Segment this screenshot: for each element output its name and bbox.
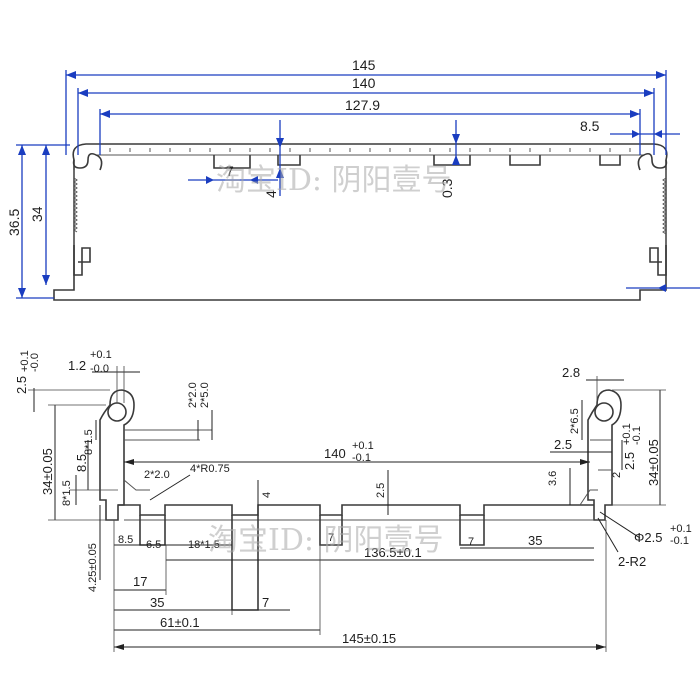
dim-left-8x1-5-lower: 8*1.5 bbox=[61, 480, 73, 506]
dim-bottom-35b: 35 bbox=[150, 595, 164, 610]
dim-right-2x6-5: 2*6.5 bbox=[569, 408, 581, 434]
dim-right-2-5b-tol-low: -0.1 bbox=[631, 426, 643, 445]
dim-phi: Φ2.5 bbox=[634, 530, 662, 545]
dim-left-top-gap-tol-low: -0.0 bbox=[29, 353, 41, 372]
dim-groove-b: 2*5.0 bbox=[199, 382, 211, 408]
section-view: 140 +0.1 -0.1 1.2 +0.1 -0.0 2.5 +0.1 -0.… bbox=[14, 349, 692, 652]
dim-140: 140 bbox=[77, 75, 655, 155]
dim-34-top: 34 bbox=[29, 145, 50, 285]
dim-right-height: 34±0.05 bbox=[646, 439, 661, 486]
dim-inner-140-tol-low: -0.1 bbox=[352, 452, 371, 464]
dim-bottom-7b: 7 bbox=[468, 536, 474, 548]
section-bottom-plate bbox=[118, 504, 594, 516]
dim-inner-140-label: 140 bbox=[324, 446, 346, 461]
dim-1-2-label: 1.2 bbox=[68, 358, 86, 373]
left-foot bbox=[73, 245, 91, 276]
dim-2-5-mid: 2.5 bbox=[375, 483, 387, 498]
right-hole bbox=[594, 402, 614, 422]
dim-right-2-8: 2.8 bbox=[562, 365, 580, 380]
dim-bottom-145: 145±0.15 bbox=[342, 631, 396, 646]
top-ridges bbox=[109, 148, 631, 152]
dim-groove-a: 2*2.0 bbox=[187, 382, 199, 408]
dim-4-notch: 4 bbox=[263, 120, 284, 198]
section-dims: 140 +0.1 -0.1 1.2 +0.1 -0.0 2.5 +0.1 -0.… bbox=[14, 349, 692, 652]
section-right-wall-inner bbox=[579, 439, 612, 506]
dim-34-top-label: 34 bbox=[29, 206, 45, 222]
top-view: 145 140 127.9 8.5 bbox=[6, 57, 700, 301]
top-profile-outline bbox=[53, 143, 668, 301]
dim-4-notch-label: 4 bbox=[263, 190, 279, 198]
dim-phi-tol-up: +0.1 bbox=[670, 523, 692, 535]
right-hook bbox=[637, 152, 668, 171]
dim-127-9-label: 127.9 bbox=[345, 97, 380, 113]
dim-bottom-8-5: 8.5 bbox=[118, 534, 133, 546]
dim-8-5-top: 8.5 bbox=[580, 118, 680, 138]
section-right-outline bbox=[587, 389, 622, 521]
dim-right-foot bbox=[626, 284, 700, 292]
dim-inner-140-tol-up: +0.1 bbox=[352, 440, 374, 452]
dim-7-notch-label: 7 bbox=[226, 163, 234, 179]
dim-radius-4: 4*R0.75 bbox=[190, 463, 230, 475]
watermark-bottom: 淘宝ID: 阴阳壹号 bbox=[208, 523, 444, 558]
dim-4: 4 bbox=[261, 492, 273, 498]
dim-left-top-gap-tol-up: +0.1 bbox=[19, 350, 31, 372]
dim-0-3: 0.3 bbox=[439, 120, 460, 198]
dim-bottom-4-25: 4.25±0.05 bbox=[87, 543, 99, 592]
dim-140-label: 140 bbox=[352, 75, 376, 91]
dim-left-8-5: 8.5 bbox=[74, 454, 89, 472]
left-wall-teeth bbox=[73, 170, 78, 245]
dim-1-2-tol-up: +0.1 bbox=[90, 349, 112, 361]
dim-left-height: 34±0.05 bbox=[40, 448, 55, 495]
dim-bottom-136-5: 136.5±0.1 bbox=[364, 545, 422, 560]
dim-r2: 2-R2 bbox=[618, 554, 646, 569]
dim-chamfer-2: 2*2.0 bbox=[144, 469, 170, 481]
dim-36-5-label: 36.5 bbox=[6, 209, 22, 236]
dim-phi-tol-low: -0.1 bbox=[670, 535, 689, 547]
dim-right-2-5: 2.5 bbox=[554, 437, 572, 452]
section-left-wall-inner bbox=[124, 429, 213, 441]
dim-0-3-label: 0.3 bbox=[439, 178, 455, 198]
dim-left-8x1-5-upper: 8*1.5 bbox=[83, 429, 95, 455]
watermark-top: 淘宝ID: 阴阳壹号 bbox=[216, 163, 452, 198]
right-foot bbox=[649, 245, 667, 276]
dim-3-6: 3.6 bbox=[547, 471, 559, 486]
dim-8-5-top-label: 8.5 bbox=[580, 118, 600, 134]
dim-1-2-tol-low: -0.0 bbox=[90, 363, 109, 375]
dim-right-2: 2 bbox=[611, 472, 623, 478]
dim-bottom-6-5: 6.5 bbox=[146, 539, 161, 551]
left-hole bbox=[107, 402, 127, 422]
dim-right-2-5b-tol-up: +0.1 bbox=[621, 423, 633, 445]
dim-left-top-gap: 2.5 bbox=[14, 376, 29, 394]
section-left-chamfer bbox=[123, 479, 150, 491]
dim-127-9: 127.9 bbox=[99, 97, 641, 155]
dim-145-label: 145 bbox=[352, 57, 376, 73]
dim-bottom-17: 17 bbox=[133, 574, 147, 589]
left-hook bbox=[72, 152, 103, 171]
dim-bottom-61: 61±0.1 bbox=[160, 615, 200, 630]
dim-right-2-5b: 2.5 bbox=[622, 452, 637, 470]
dim-36-5: 36.5 bbox=[6, 144, 70, 299]
dim-bottom-35a: 35 bbox=[528, 533, 542, 548]
section-profile-outline bbox=[99, 389, 135, 521]
dim-bottom-7c: 7 bbox=[262, 595, 269, 610]
right-wall-teeth bbox=[662, 170, 667, 245]
dim-bottom-7a: 7 bbox=[328, 532, 334, 544]
dim-7-notch: 7 bbox=[188, 163, 278, 184]
dim-145: 145 bbox=[65, 57, 667, 155]
